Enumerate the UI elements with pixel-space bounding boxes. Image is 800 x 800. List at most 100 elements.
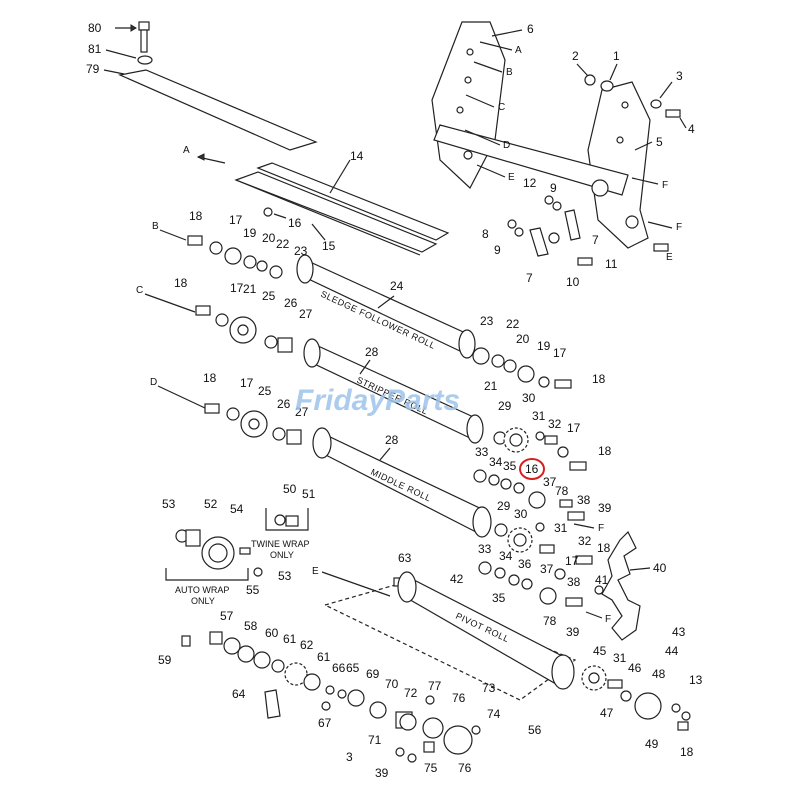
label-E-pivot: E: [312, 566, 319, 577]
callout-78-top: 78: [555, 484, 569, 498]
callout-9-top: 9: [550, 181, 557, 195]
callout-40: 40: [653, 561, 667, 575]
callout-33-bot: 33: [478, 542, 492, 556]
highlight-circle: [519, 458, 545, 480]
callout-79: 79: [86, 62, 100, 76]
label-A-left: A: [183, 145, 190, 156]
auto-only-caption: ONLY: [191, 596, 215, 606]
callout-16-highlighted: 16: [525, 462, 539, 476]
callout-18-top: 18: [598, 444, 612, 458]
callout-26-d: 26: [277, 397, 291, 411]
bolt-4: [665, 109, 681, 118]
callout-13: 13: [689, 673, 703, 687]
callout-31-top: 31: [532, 409, 546, 423]
callout-9-bottom: 9: [494, 243, 501, 257]
callout-17-r: 17: [553, 346, 567, 360]
label-F-frame-2: F: [676, 222, 682, 233]
callout-7-bottom: 7: [526, 271, 533, 285]
callout-66: 66: [332, 661, 346, 675]
callout-36-bot: 36: [518, 557, 532, 571]
callout-18-c: 18: [174, 276, 188, 290]
callout-31-bot: 31: [554, 521, 568, 535]
callout-15: 15: [322, 239, 336, 253]
callout-59: 59: [158, 653, 172, 667]
rail-14: [234, 162, 450, 256]
callout-34-bot: 34: [499, 549, 513, 563]
callout-78-bot: 78: [543, 614, 557, 628]
callout-72: 72: [404, 686, 418, 700]
middle-roll: MIDDLE ROLL: [312, 427, 492, 538]
washer-3: [650, 99, 662, 109]
callout-65: 65: [346, 661, 360, 675]
callout-60: 60: [265, 626, 279, 640]
callout-28-top: 28: [365, 345, 379, 359]
bracket-40: [601, 530, 641, 641]
callout-37-bot: 37: [540, 562, 554, 576]
callout-23-r: 23: [480, 314, 494, 328]
callout-81: 81: [88, 42, 102, 56]
callout-35-top: 35: [503, 459, 517, 473]
callout-18-d: 18: [203, 371, 217, 385]
callout-11: 11: [605, 257, 618, 271]
callout-32-top: 32: [548, 417, 562, 431]
callout-35-bot: 35: [492, 591, 506, 605]
screw-16-top: [263, 207, 273, 217]
callout-39-bot: 39: [566, 625, 580, 639]
washer-81: [137, 55, 153, 65]
callout-17-top: 17: [567, 421, 581, 435]
callout-61-top: 61: [283, 632, 297, 646]
link-7b: [529, 227, 549, 257]
callout-3-bot: 3: [346, 750, 353, 764]
callout-2: 2: [572, 49, 579, 63]
callout-77: 77: [428, 679, 442, 693]
callout-18-br: 18: [680, 745, 694, 759]
callout-25-c: 25: [262, 289, 276, 303]
washer-1: [600, 80, 614, 92]
callout-48: 48: [652, 667, 666, 681]
callout-69: 69: [366, 667, 380, 681]
callout-20-b: 20: [262, 231, 276, 245]
callout-30-bot: 30: [514, 507, 528, 521]
callout-67: 67: [318, 716, 332, 730]
callout-55: 55: [246, 583, 260, 597]
callout-30-top: 30: [522, 391, 536, 405]
callout-74: 74: [487, 707, 501, 721]
callout-18-r: 18: [592, 372, 606, 386]
callout-3: 3: [676, 69, 683, 83]
callout-14: 14: [350, 149, 364, 163]
callout-50: 50: [283, 482, 297, 496]
sledge-follower-roll: SLEDGE FOLLOWER ROLL: [296, 254, 476, 359]
callout-76-top: 76: [452, 691, 466, 705]
frame-plate: [431, 21, 651, 249]
label-B-row: B: [152, 221, 159, 232]
callout-17-c: 17: [230, 281, 244, 295]
callout-5: 5: [656, 135, 663, 149]
label-F-mid: F: [598, 523, 604, 534]
callout-53-top: 53: [162, 497, 176, 511]
callout-47: 47: [600, 706, 614, 720]
callout-33-top: 33: [475, 445, 489, 459]
callout-18-bot: 18: [597, 541, 611, 555]
label-C-row: C: [136, 285, 143, 296]
callout-17-bot: 17: [565, 554, 579, 568]
label-A-frame: A: [515, 45, 522, 56]
callout-75: 75: [424, 761, 438, 775]
callout-28-mid: 28: [385, 433, 399, 447]
callout-29-top: 29: [498, 399, 512, 413]
callout-8: 8: [482, 227, 489, 241]
callout-76-bot: 76: [458, 761, 472, 775]
callout-70: 70: [385, 677, 399, 691]
callout-57: 57: [220, 609, 234, 623]
callout-27-d: 27: [295, 405, 309, 419]
label-B-frame: B: [506, 67, 513, 78]
callout-25-d: 25: [258, 384, 272, 398]
callout-73: 73: [482, 681, 496, 695]
nut-2: [584, 74, 596, 86]
callout-27-c: 27: [299, 307, 313, 321]
label-D-row: D: [150, 377, 157, 388]
callout-26-c: 26: [284, 296, 298, 310]
callout-53-bot: 53: [278, 569, 292, 583]
callout-56: 56: [528, 723, 542, 737]
callout-51: 51: [302, 487, 316, 501]
